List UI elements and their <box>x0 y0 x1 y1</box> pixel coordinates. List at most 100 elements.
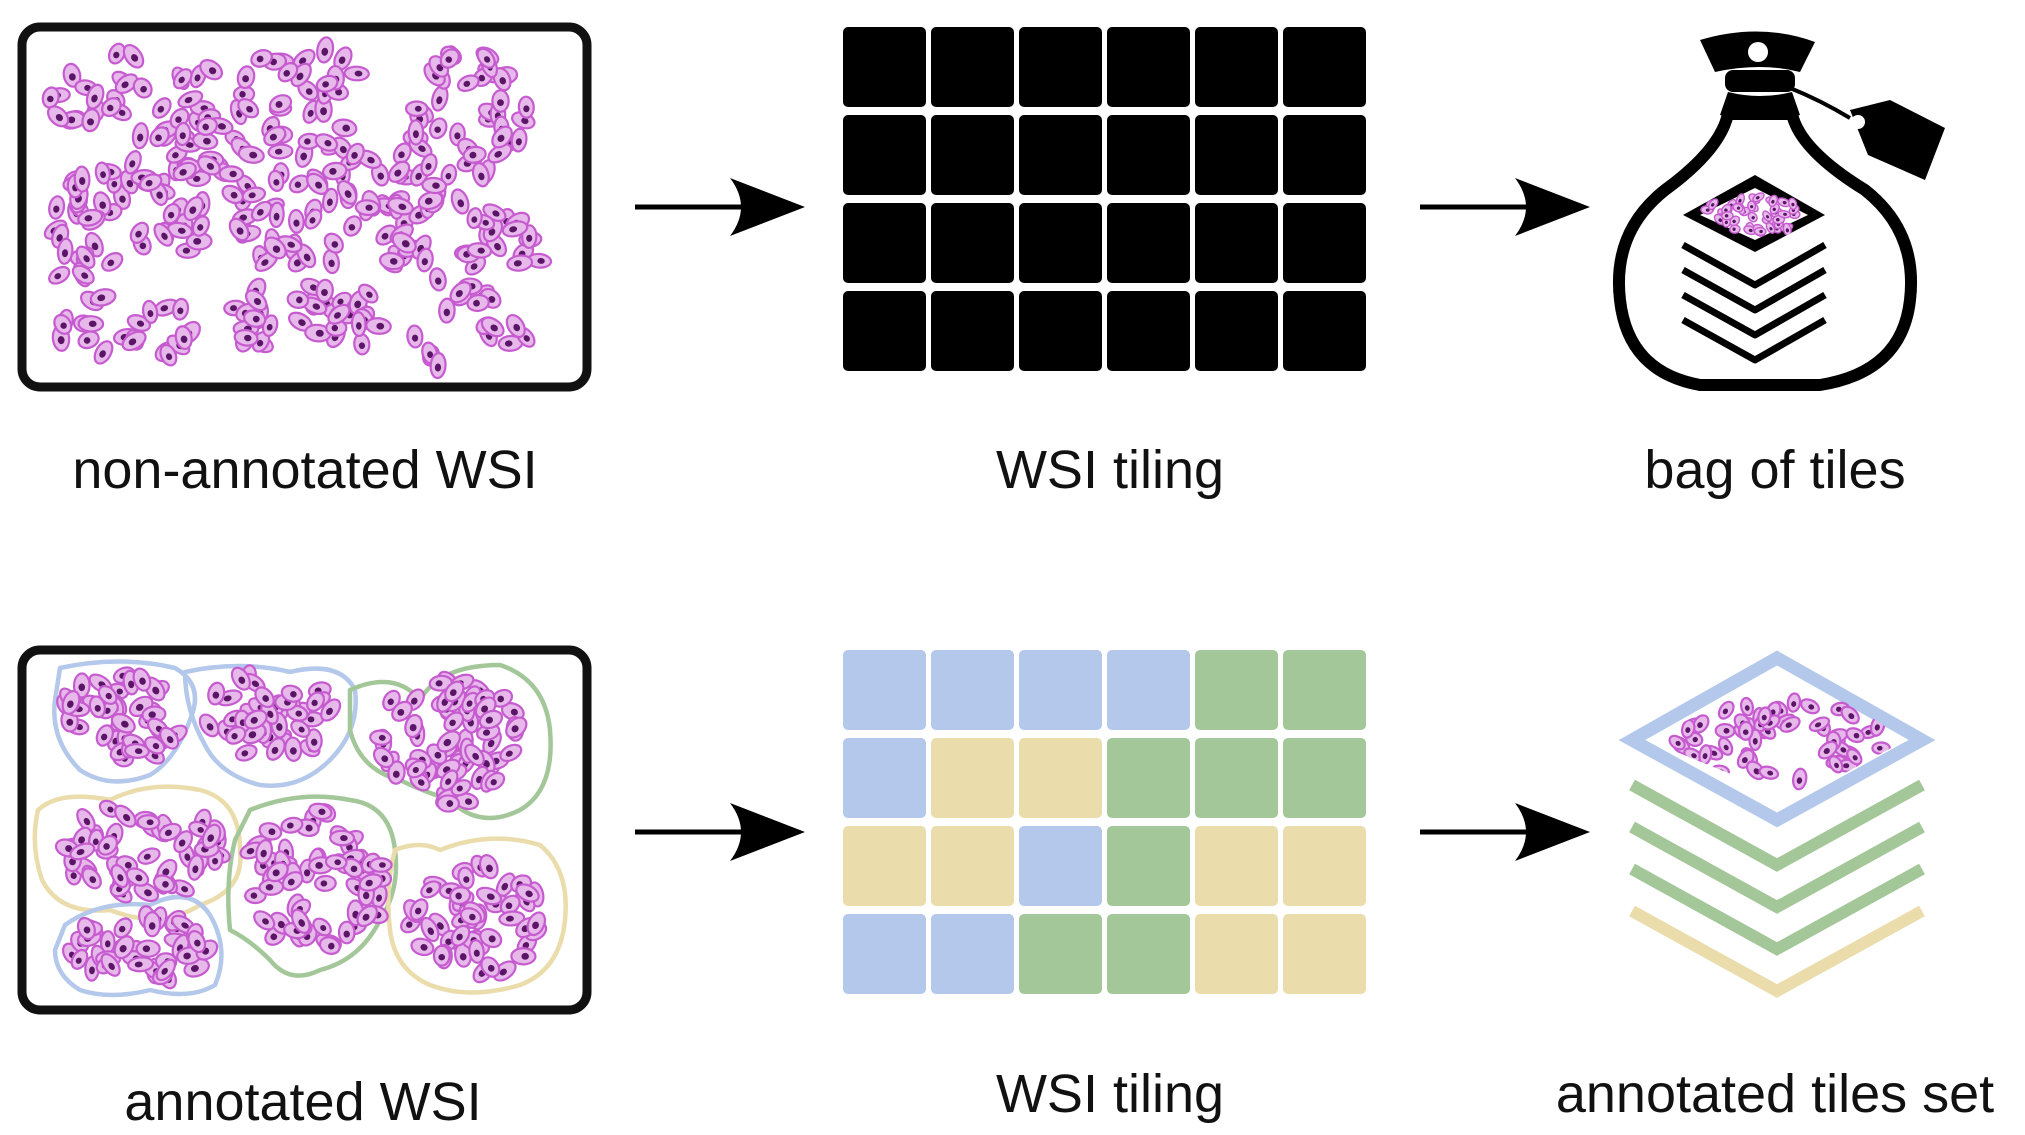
tile-r1-c2 <box>931 650 1014 730</box>
cell <box>258 822 283 841</box>
cell <box>75 245 96 269</box>
tile-r2-c1 <box>843 738 926 818</box>
cell <box>56 237 74 265</box>
tile-stack <box>1681 241 1827 364</box>
top-tile-cells <box>1700 192 1801 237</box>
tile-r4-c5 <box>1195 291 1278 371</box>
tile-r1-c3 <box>1019 650 1102 730</box>
cell <box>391 700 413 722</box>
cell <box>187 930 207 954</box>
cell <box>305 728 323 753</box>
tile-r4-c4 <box>1107 291 1190 371</box>
cell <box>439 769 459 792</box>
cell <box>305 691 326 713</box>
cell <box>155 958 177 982</box>
cell <box>132 77 153 99</box>
cell <box>476 723 501 742</box>
cell <box>113 935 135 960</box>
cell <box>187 854 205 881</box>
cell <box>464 743 485 767</box>
cell <box>71 264 95 285</box>
label-non-annotated-wsi: non-annotated WSI <box>72 440 538 500</box>
cell <box>499 743 523 763</box>
cell <box>407 119 425 146</box>
cell <box>444 680 465 703</box>
cell <box>1779 715 1801 733</box>
cell <box>230 666 251 691</box>
cell <box>471 162 490 188</box>
cell <box>420 880 442 899</box>
cell <box>151 97 172 119</box>
cell <box>505 313 526 339</box>
cell <box>1840 705 1860 725</box>
cell <box>76 916 96 941</box>
cell <box>183 196 204 222</box>
tile-r4-c2 <box>931 291 1014 371</box>
cell <box>265 737 286 761</box>
cell <box>491 89 510 113</box>
cell <box>318 936 341 955</box>
cell <box>1739 696 1755 717</box>
cell <box>406 759 428 779</box>
cell <box>1698 744 1713 766</box>
cell <box>358 873 384 892</box>
tile-r3-c3 <box>1019 826 1102 906</box>
cell <box>48 195 66 220</box>
cell <box>113 917 133 939</box>
cell <box>77 315 105 333</box>
cell <box>253 910 276 931</box>
cell <box>320 698 342 722</box>
tile-r1-c5 <box>1195 27 1278 107</box>
cell <box>191 215 210 237</box>
tile-r3-c1 <box>843 826 926 906</box>
cell <box>372 746 395 769</box>
cell <box>468 939 485 964</box>
cell <box>1707 198 1719 211</box>
tile-r4-c3 <box>1019 291 1102 371</box>
cell <box>89 288 117 307</box>
cell <box>123 150 142 175</box>
cell <box>268 94 293 114</box>
cell <box>1799 698 1821 715</box>
cell <box>97 834 119 856</box>
cell <box>491 125 513 149</box>
tile-r2-c4 <box>1107 115 1190 195</box>
tile-r1-c6 <box>1283 650 1366 730</box>
cell <box>329 829 356 847</box>
cell <box>406 324 424 349</box>
cell <box>331 118 358 138</box>
cell <box>517 95 535 119</box>
cell <box>356 904 379 928</box>
cell <box>487 143 513 164</box>
label-annotated-tiles-set: annotated tiles set <box>1555 1064 1995 1124</box>
cell <box>48 265 71 285</box>
bag-of-tiles-icon <box>1613 31 1945 391</box>
cell <box>95 724 114 747</box>
top-tile-blue <box>1618 650 1936 828</box>
cell <box>73 165 91 193</box>
cell <box>378 251 406 271</box>
tile-r2-c5 <box>1195 115 1278 195</box>
tile-r4-c5 <box>1195 914 1278 994</box>
cell <box>137 847 161 865</box>
cell <box>321 187 339 214</box>
cell <box>153 222 174 247</box>
cell <box>323 232 344 254</box>
cell <box>315 278 334 303</box>
cell <box>459 907 483 926</box>
cell <box>41 86 60 109</box>
region-blue-3 <box>52 894 224 998</box>
cell <box>404 100 429 118</box>
cell <box>254 686 275 709</box>
cell <box>1786 692 1802 713</box>
cell <box>1777 209 1792 219</box>
arrow-top-1 <box>635 178 805 236</box>
cell <box>404 713 423 739</box>
tile-r1-c1 <box>843 650 926 730</box>
cell <box>369 729 393 746</box>
cell <box>421 176 448 195</box>
cell <box>159 343 178 367</box>
label-wsi-tiling-bottom: WSI tiling <box>995 1064 1225 1124</box>
cell <box>123 743 150 759</box>
